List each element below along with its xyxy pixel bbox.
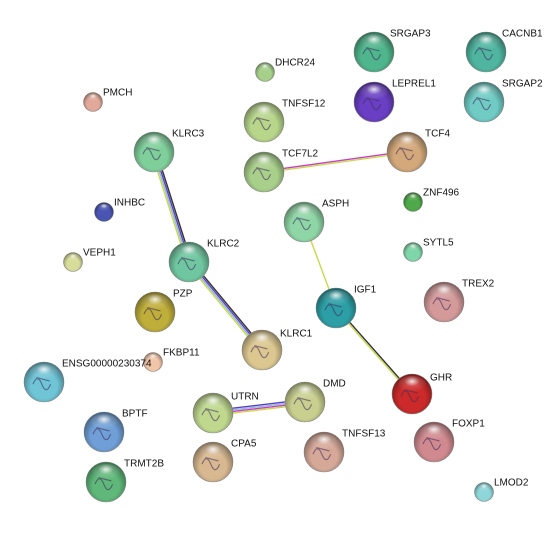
node-dhcr24[interactable]: DHCR24 — [255, 58, 316, 82]
node-label: TNFSF13 — [342, 429, 386, 440]
node-gloss — [250, 154, 278, 172]
node-tnfsf12[interactable]: TNFSF12 — [243, 99, 326, 143]
node-gloss — [322, 290, 350, 308]
node-label: PZP — [173, 289, 193, 300]
node-gloss — [360, 34, 388, 52]
node-label: GHR — [430, 373, 452, 384]
node-gloss — [199, 395, 227, 413]
node-gloss — [250, 104, 278, 122]
node-gloss — [66, 253, 80, 262]
node-cpa5[interactable]: CPA5 — [192, 439, 257, 483]
node-label: ZNF496 — [423, 188, 460, 199]
node-cacnb1[interactable]: CACNB1 — [465, 29, 543, 73]
node-asph[interactable]: ASPH — [283, 199, 349, 243]
node-label: TCF4 — [425, 129, 450, 140]
node-inhbc[interactable]: INHBC — [94, 198, 146, 222]
node-label: BPTF — [122, 409, 148, 420]
node-tcf4[interactable]: TCF4 — [386, 129, 450, 173]
node-klrc3[interactable]: KLRC3 — [133, 129, 205, 173]
node-gloss — [398, 376, 426, 394]
node-gloss — [175, 244, 203, 262]
node-gloss — [310, 434, 338, 452]
node-igf1[interactable]: IGF1 — [315, 285, 377, 329]
node-bptf[interactable]: BPTF — [83, 409, 148, 453]
node-gloss — [360, 84, 388, 102]
node-gloss — [97, 203, 111, 213]
node-znf496[interactable]: ZNF496 — [403, 188, 460, 212]
node-ghr[interactable]: GHR — [391, 373, 452, 415]
node-trmt2b[interactable]: TRMT2B — [85, 459, 164, 503]
node-gloss — [290, 204, 318, 222]
node-gloss — [86, 93, 100, 102]
node-label: CPA5 — [231, 439, 257, 450]
node-foxp1[interactable]: FOXP1 — [413, 419, 485, 463]
node-gloss — [258, 63, 272, 72]
node-sytl5[interactable]: SYTL5 — [403, 238, 455, 262]
node-label: PMCH — [103, 88, 132, 99]
node-ensg[interactable]: ENSG00000230374 — [23, 359, 152, 403]
node-gloss — [90, 414, 118, 432]
node-srgap2[interactable]: SRGAP2 — [463, 79, 543, 123]
node-gloss — [420, 424, 448, 442]
node-gloss — [140, 134, 168, 152]
node-veph1[interactable]: VEPH1 — [63, 248, 117, 272]
node-gloss — [248, 332, 276, 350]
node-label: INHBC — [114, 198, 145, 209]
edge-line — [264, 152, 408, 174]
node-klrc1[interactable]: KLRC1 — [241, 329, 313, 371]
node-label: SYTL5 — [423, 238, 454, 249]
node-label: TREX2 — [462, 279, 495, 290]
node-label: LEPREL1 — [392, 79, 436, 90]
node-tnfsf13[interactable]: TNFSF13 — [303, 429, 386, 473]
node-label: SRGAP3 — [390, 29, 431, 40]
node-label: KLRC3 — [172, 129, 205, 140]
node-gloss — [406, 243, 420, 253]
node-gloss — [141, 294, 169, 312]
node-label: TNFSF12 — [282, 99, 326, 110]
node-pzp[interactable]: PZP — [134, 289, 193, 333]
node-pmch[interactable]: PMCH — [83, 88, 133, 112]
node-label: ENSG00000230374 — [62, 359, 152, 370]
node-gloss — [470, 84, 498, 102]
node-leprel1[interactable]: LEPREL1 — [353, 79, 436, 123]
node-label: DHCR24 — [275, 58, 315, 69]
node-label: KLRC1 — [280, 329, 313, 340]
node-gloss — [146, 353, 160, 362]
node-label: LMOD2 — [494, 478, 529, 489]
node-label: KLRC2 — [207, 239, 240, 250]
edge-line — [263, 150, 407, 172]
node-label: DMD — [323, 379, 346, 390]
node-gloss — [406, 193, 420, 203]
edge-tcf7l2-tcf4[interactable] — [263, 150, 408, 174]
node-trex2[interactable]: TREX2 — [423, 279, 495, 323]
node-gloss — [92, 464, 120, 482]
node-gloss — [30, 364, 58, 382]
node-label: CACNB1 — [502, 29, 543, 40]
node-gloss — [472, 34, 500, 52]
node-label: TRMT2B — [124, 459, 164, 470]
node-lmod2[interactable]: LMOD2 — [474, 478, 529, 502]
node-gloss — [393, 134, 421, 152]
node-label: IGF1 — [354, 285, 377, 296]
node-label: SRGAP2 — [502, 79, 543, 90]
node-label: FOXP1 — [452, 419, 485, 430]
node-gloss — [291, 384, 319, 402]
node-klrc2[interactable]: KLRC2 — [168, 239, 240, 283]
node-label: UTRN — [231, 392, 259, 403]
node-fkbp11[interactable]: FKBP11 — [143, 348, 200, 372]
node-gloss — [430, 284, 458, 302]
node-dmd[interactable]: DMD — [284, 379, 346, 423]
node-gloss — [199, 444, 227, 462]
node-srgap3[interactable]: SRGAP3 — [353, 29, 431, 73]
node-label: VEPH1 — [83, 248, 116, 259]
node-label: TCF7L2 — [282, 149, 319, 160]
node-label: ASPH — [322, 199, 349, 210]
node-tcf7l2[interactable]: TCF7L2 — [243, 149, 319, 193]
node-label: FKBP11 — [163, 348, 200, 359]
edges-layer — [151, 150, 414, 417]
node-utrn[interactable]: UTRN — [192, 392, 259, 434]
node-gloss — [477, 483, 491, 492]
